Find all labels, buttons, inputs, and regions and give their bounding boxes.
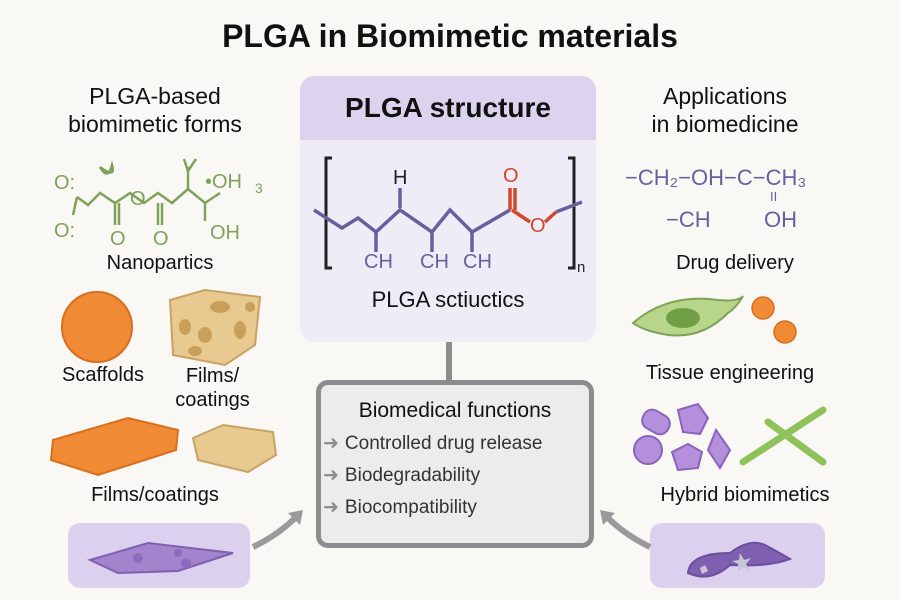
cell-panel-right: [650, 523, 825, 588]
structure-label-o-ester: O: [530, 215, 546, 237]
left-heading-line2: biomimetic forms: [68, 111, 242, 137]
plga-structure-diagram: H CH CH CH O O n: [313, 156, 585, 276]
scaffolds-label: Scaffolds: [62, 364, 144, 386]
films-coatings-label: Films/coatings: [91, 484, 219, 506]
chem-label-oh3: •OH: [205, 171, 242, 193]
left-heading-line1: PLGA-based: [89, 83, 221, 109]
bracket-icon: [324, 156, 576, 270]
films-label-line2: coatings: [175, 389, 250, 411]
chem-label-o-b: O: [153, 228, 169, 250]
formula-line2-right: OH: [764, 207, 797, 232]
film-shapes: [49, 416, 278, 477]
tissue-engineering-label: Tissue engineering: [645, 362, 815, 384]
fiber-cross-icon: [739, 406, 827, 466]
structure-label-ch2: CH: [420, 251, 449, 273]
cell-panel-left: [68, 523, 250, 588]
chem-label-oh: OH: [210, 222, 240, 244]
orange-sphere-icon: [61, 291, 133, 363]
chem-label-o-a: O: [110, 228, 126, 250]
films-label-line1: Films/: [185, 365, 240, 387]
functions-title: Biomedical functions: [358, 399, 552, 422]
structure-label-ch3: CH: [463, 251, 492, 273]
drug-delivery-label: Drug delivery: [676, 252, 794, 274]
hybrid-shapes: [633, 402, 827, 472]
flat-cell-icon: [87, 541, 234, 575]
right-heading-line1: Applications: [662, 83, 788, 109]
function-item-label: Biocompatibility: [344, 497, 477, 518]
nanoparticle-molecule-icon: O: O: O O O •OH 3 OH: [54, 158, 263, 250]
tissue-cell-shapes: [631, 295, 797, 344]
arrow-right-icon: ➜: [323, 433, 339, 454]
chem-label-o-ester: O: [130, 188, 146, 210]
structure-heading: PLGA structure: [300, 76, 596, 140]
function-item: ➜Biodegradability: [323, 464, 589, 487]
chem-label-oh3-sub: 3: [255, 180, 263, 196]
scaffold-shapes: [61, 288, 262, 367]
connector-line: [446, 342, 452, 382]
function-item-label: Controlled drug release: [344, 433, 543, 454]
right-heading-line2: in biomedicine: [651, 111, 799, 137]
tan-film-icon: [191, 423, 278, 474]
function-item: ➜Controlled drug release: [323, 432, 589, 455]
chem-label-o1: O:: [54, 172, 75, 194]
formula-line1: −CH₂−OH−C−CH₃: [625, 165, 807, 190]
function-item: ➜Biocompatibility: [323, 496, 589, 519]
arrow-left-to-functions: [251, 510, 303, 550]
hybrid-biomimetics-label: Hybrid biomimetics: [660, 484, 830, 506]
page-title: PLGA in Biomimetic materials: [222, 18, 678, 54]
structure-label-o-carbonyl: O: [503, 165, 519, 187]
arrow-right-icon: ➜: [323, 497, 339, 518]
structure-caption: PLGA sctiuctics: [371, 287, 525, 312]
structure-label-ch1: CH: [364, 251, 393, 273]
left-column-heading: PLGA-based biomimetic forms: [40, 82, 270, 138]
chem-label-o2: O:: [54, 220, 75, 242]
structure-label-h: H: [393, 167, 407, 189]
plga-structure-panel: PLGA structure H CH CH CH O O n PLGA sct…: [300, 76, 596, 342]
porous-scaffold-icon: [168, 288, 262, 367]
films-label-short: Films/ coatings: [160, 364, 265, 412]
function-item-label: Biodegradability: [344, 465, 481, 486]
arrow-right-icon: ➜: [323, 465, 339, 486]
orange-film-icon: [49, 416, 180, 477]
right-column-heading: Applications in biomedicine: [620, 82, 830, 138]
structure-label-n: n: [577, 259, 585, 276]
biomedical-functions-panel: Biomedical functions ➜Controlled drug re…: [316, 380, 594, 548]
formula-double-bond: II: [770, 189, 778, 204]
nanoparticles-label: Nanopartics: [106, 252, 214, 274]
nucleus-icon: [666, 308, 700, 328]
hybrid-cell-icon: [686, 541, 793, 578]
crystal-particles-icon: [633, 402, 732, 472]
particle-icon: [773, 320, 797, 344]
particle-icon: [751, 296, 775, 320]
arrow-right-to-functions: [600, 510, 652, 550]
formula-line2-left: −CH: [666, 207, 711, 232]
